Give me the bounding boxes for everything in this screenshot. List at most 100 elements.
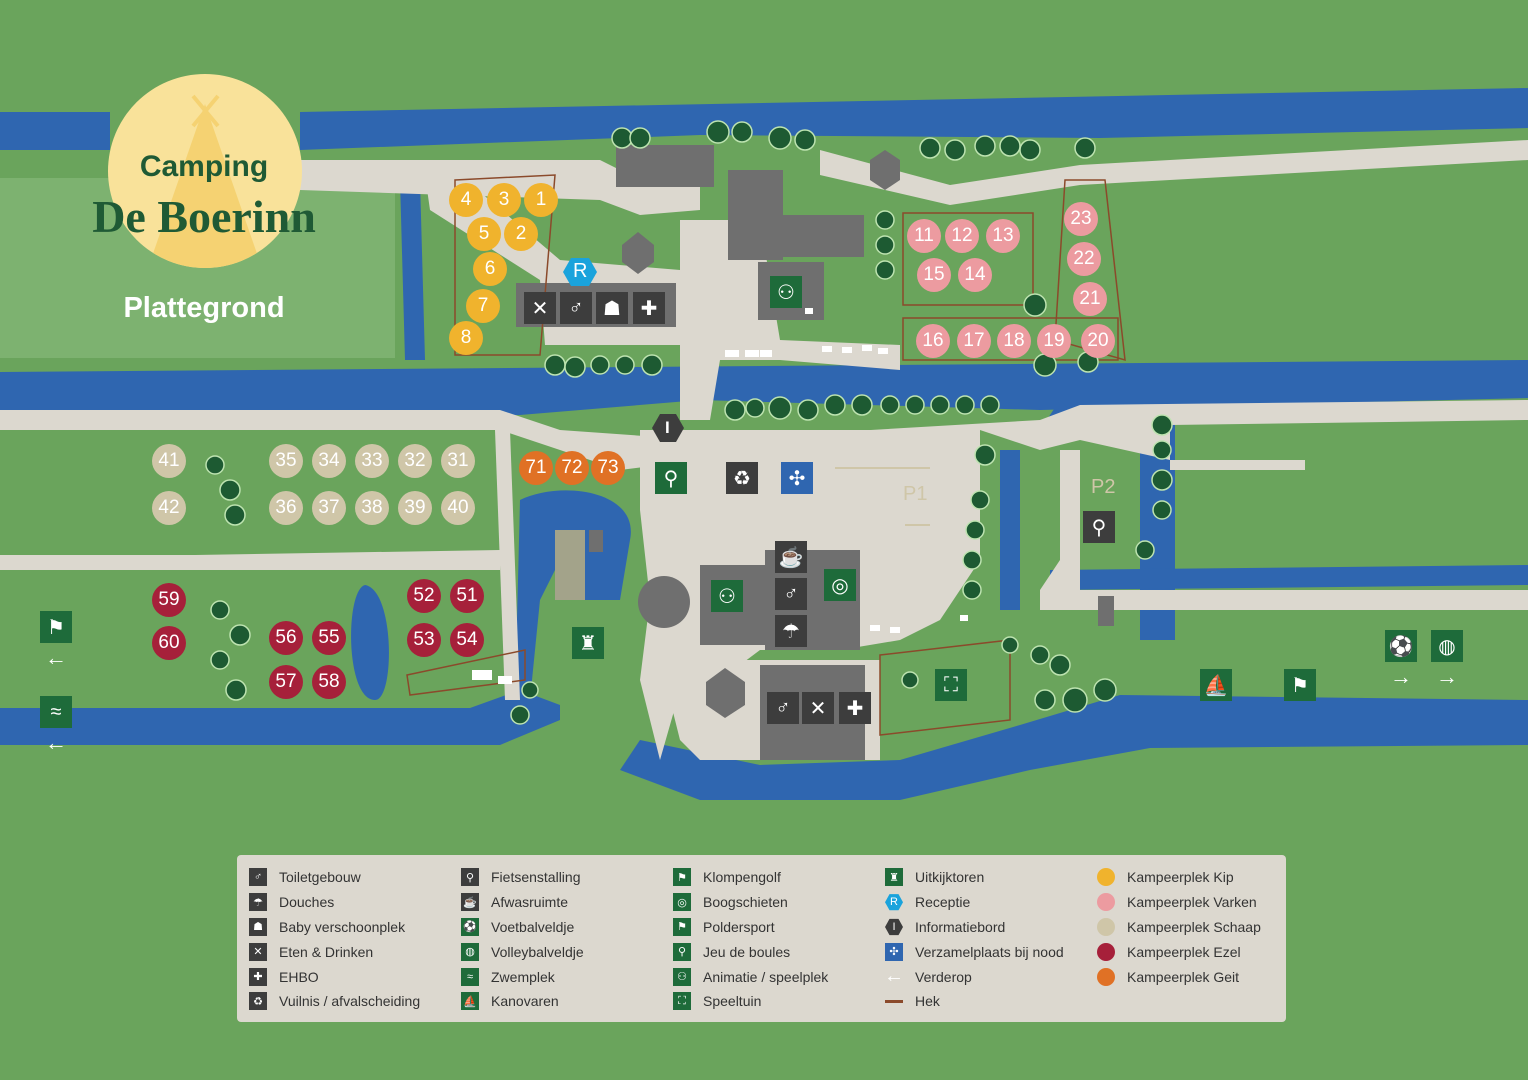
legend-item: ◍ Volleybalveldje — [461, 939, 584, 964]
legend-label: Animatie / speelplek — [703, 968, 829, 985]
legend-item: Kampeerplek Varken — [1097, 890, 1261, 915]
legend-label: Poldersport — [703, 918, 775, 935]
legend-label: Hek — [915, 993, 940, 1010]
pitch-kip: 2 — [504, 217, 538, 251]
animation-icon: ⚇ — [711, 580, 743, 612]
legend-label: Voetbalveldje — [491, 918, 575, 935]
arrow-left-icon: ← — [45, 730, 67, 755]
legend-item: ⚲ Jeu de boules — [673, 939, 828, 964]
arrow-left-icon: ← — [884, 965, 904, 988]
reception-badge: R — [573, 260, 588, 282]
parking-p1-label: P1 — [903, 483, 928, 505]
boules-icon: ⚲ — [673, 942, 691, 961]
bicycle-icon: ⚲ — [461, 868, 479, 887]
legend-label: Toiletgebouw — [279, 869, 361, 886]
legend-item: ♻Vuilnis / afvalscheiding — [249, 989, 420, 1014]
legend-item: Kampeerplek Geit — [1097, 964, 1261, 989]
waste-bin-icon: ♻ — [726, 462, 758, 494]
legend-item: ✕Eten & Drinken — [249, 939, 420, 964]
playground-icon: ⛶ — [673, 992, 691, 1011]
pitch-kip: 3 — [487, 183, 521, 217]
archery-icon: ◎ — [673, 893, 691, 912]
pitch-varken: 16 — [916, 324, 950, 358]
legend-label: Vuilnis / afvalscheiding — [279, 993, 421, 1010]
legend-item: ←Verderop — [884, 964, 1064, 989]
ezel-dot-icon — [1097, 942, 1115, 961]
info-badge: I — [665, 418, 670, 437]
cutlery-icon: ✕ — [802, 692, 834, 724]
reception-icon: R — [885, 894, 903, 911]
legend-item: Kampeerplek Schaap — [1097, 915, 1261, 940]
canoe-icon: ⛵ — [1200, 669, 1232, 701]
kip-dot-icon — [1097, 868, 1115, 887]
pitch-ezel: 57 — [269, 665, 303, 699]
varken-dot-icon — [1097, 893, 1115, 912]
legend-column: ♂Toiletgebouw ☂ Douches ☗Baby verschoonplek… — [249, 865, 420, 1014]
legend-label: Boogschieten — [703, 894, 788, 911]
legend-label: Kampeerplek Kip — [1127, 869, 1234, 886]
cutlery-icon: ✕ — [524, 292, 556, 324]
legend-label: Jeu de boules — [703, 943, 791, 960]
legend-label: Volleybalveldje — [491, 943, 584, 960]
first-aid-icon: ✚ — [839, 692, 871, 724]
toilet-icon: ♂ — [775, 578, 807, 610]
legend-label: Kampeerplek Schaap — [1127, 918, 1261, 935]
animation-icon: ⚇ — [673, 967, 691, 986]
legend-item: ☗Baby verschoonplek — [249, 915, 420, 940]
polder-sport-icon: ⚑ — [1284, 669, 1316, 701]
golf-flag-icon: ⚑ — [673, 868, 691, 887]
legend-item: ≈Zwemplek — [461, 964, 584, 989]
page-subtitle: Plattegrond — [123, 292, 285, 324]
baby-change-icon: ☗ — [596, 292, 628, 324]
pitch-geit: 73 — [591, 451, 625, 485]
pitch-varken: 20 — [1081, 324, 1115, 358]
legend-item: ⛶Speeltuin — [673, 989, 828, 1014]
legend-label: Uitkijktoren — [915, 869, 985, 886]
arrow-right-icon: → — [1436, 664, 1458, 689]
canoe-icon: ⛵ — [461, 992, 479, 1011]
pitch-schaap: 41 — [152, 444, 186, 478]
golf-flag-icon: ⚑ — [40, 611, 72, 643]
legend-item: ⚑Klompengolf — [673, 865, 828, 890]
legend-label: EHBO — [279, 968, 319, 985]
shower-icon: ☂ — [775, 615, 807, 647]
fence-icon — [885, 992, 903, 1010]
arrow-left-icon: ← — [45, 645, 67, 670]
pitch-kip: 8 — [449, 321, 483, 355]
archery-icon: ◎ — [824, 569, 856, 601]
volleyball-icon: ◍ — [461, 942, 479, 961]
pitch-schaap: 37 — [312, 491, 346, 525]
assembly-point-icon: ✣ — [885, 942, 903, 961]
schaap-dot-icon — [1097, 917, 1115, 936]
legend-item: Hek — [885, 989, 1064, 1014]
pitch-varken: 19 — [1037, 324, 1071, 358]
pitch-kip: 4 — [449, 183, 483, 217]
pitch-schaap: 34 — [312, 444, 346, 478]
pitch-schaap: 32 — [398, 444, 432, 478]
volleyball-icon: ◍ — [1431, 630, 1463, 662]
legend-item: Kampeerplek Ezel — [1097, 939, 1261, 964]
logo-camping-text: Camping — [139, 150, 269, 183]
logo-name-text: De Boerinn — [92, 191, 316, 242]
pitch-ezel: 59 — [152, 583, 186, 617]
legend-item: ✣Verzamelplaats bij nood — [885, 939, 1064, 964]
shower-icon: ☂ — [249, 893, 267, 912]
dishwashing-icon: ☕ — [775, 541, 807, 573]
legend: ♂Toiletgebouw ☂ Douches ☗Baby verschoonplek… — [237, 855, 1286, 1022]
pitch-varken: 22 — [1067, 242, 1101, 276]
baby-change-icon: ☗ — [249, 917, 267, 936]
legend-item: ☂ Douches — [249, 890, 420, 915]
geit-dot-icon — [1097, 967, 1115, 986]
legend-item: ⛵Kanovaren — [461, 989, 584, 1014]
lookout-tower-icon: ♜ — [572, 627, 604, 659]
legend-label: Douches — [279, 894, 335, 911]
legend-item: ☕Afwasruimte — [461, 890, 584, 915]
pitch-schaap: 38 — [355, 491, 389, 525]
pitch-schaap: 39 — [398, 491, 432, 525]
legend-label: Eten & Drinken — [279, 943, 374, 960]
legend-item: ⚇ Animatie / speelplek — [673, 964, 828, 989]
bicycle-icon: ⚲ — [1083, 511, 1115, 543]
legend-item: ♂Toiletgebouw — [249, 865, 420, 890]
